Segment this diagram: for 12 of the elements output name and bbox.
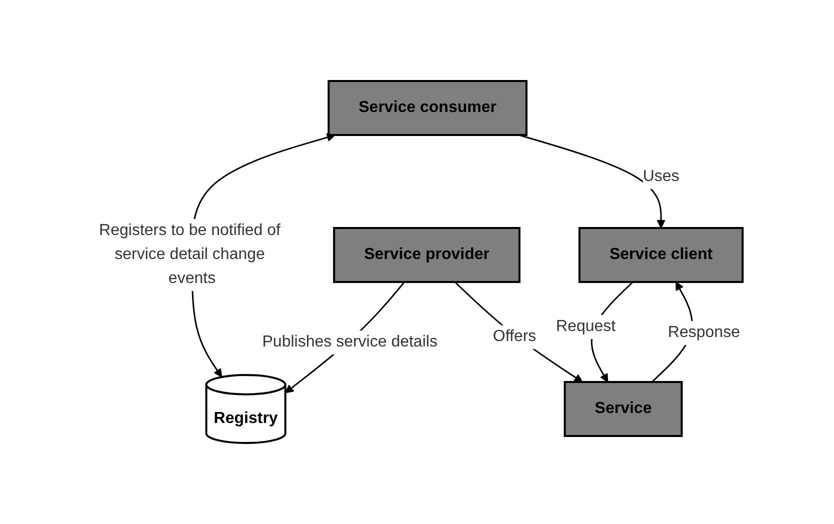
edge-label: Registers to be notified of service detail change events [98,222,280,287]
node-box: Service client [578,226,744,283]
arrow [518,134,666,228]
edge-label: Request [556,318,616,336]
node-box: Service provider [332,226,520,283]
arrow [454,281,582,382]
node-box: Service [563,381,682,437]
edge-label: Uses [642,168,679,185]
edge-label: Publishes service details [262,334,438,351]
edge-label: Response [668,324,740,341]
node-box: Service consumer [327,80,528,136]
edge-label: Offers [492,328,536,346]
